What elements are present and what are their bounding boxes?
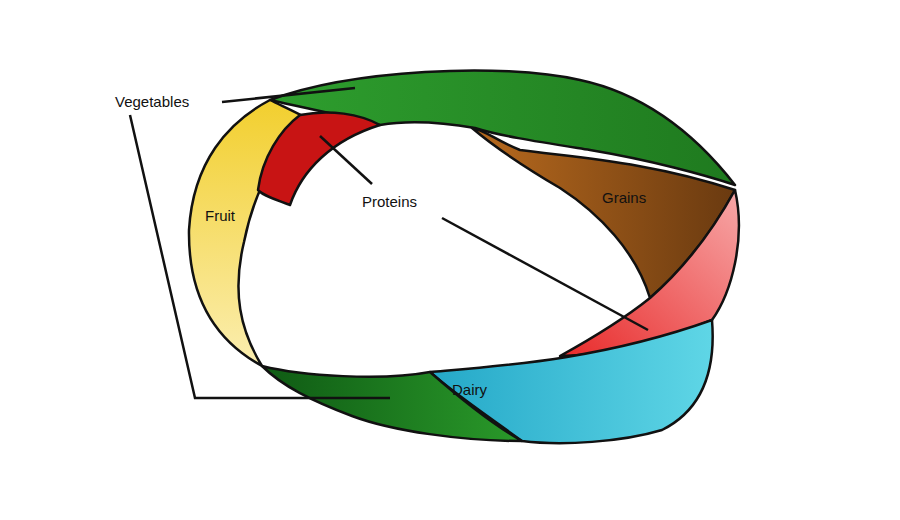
proteins-band-left xyxy=(258,112,380,205)
band-label: Dairy xyxy=(452,381,487,399)
leader-lines xyxy=(130,88,648,398)
vegetables-band-lower xyxy=(262,366,522,441)
callout-label: Proteins xyxy=(362,193,417,211)
band-label: Fruit xyxy=(205,207,235,225)
callout-label: Vegetables xyxy=(115,93,189,111)
band-label: Grains xyxy=(602,189,646,207)
